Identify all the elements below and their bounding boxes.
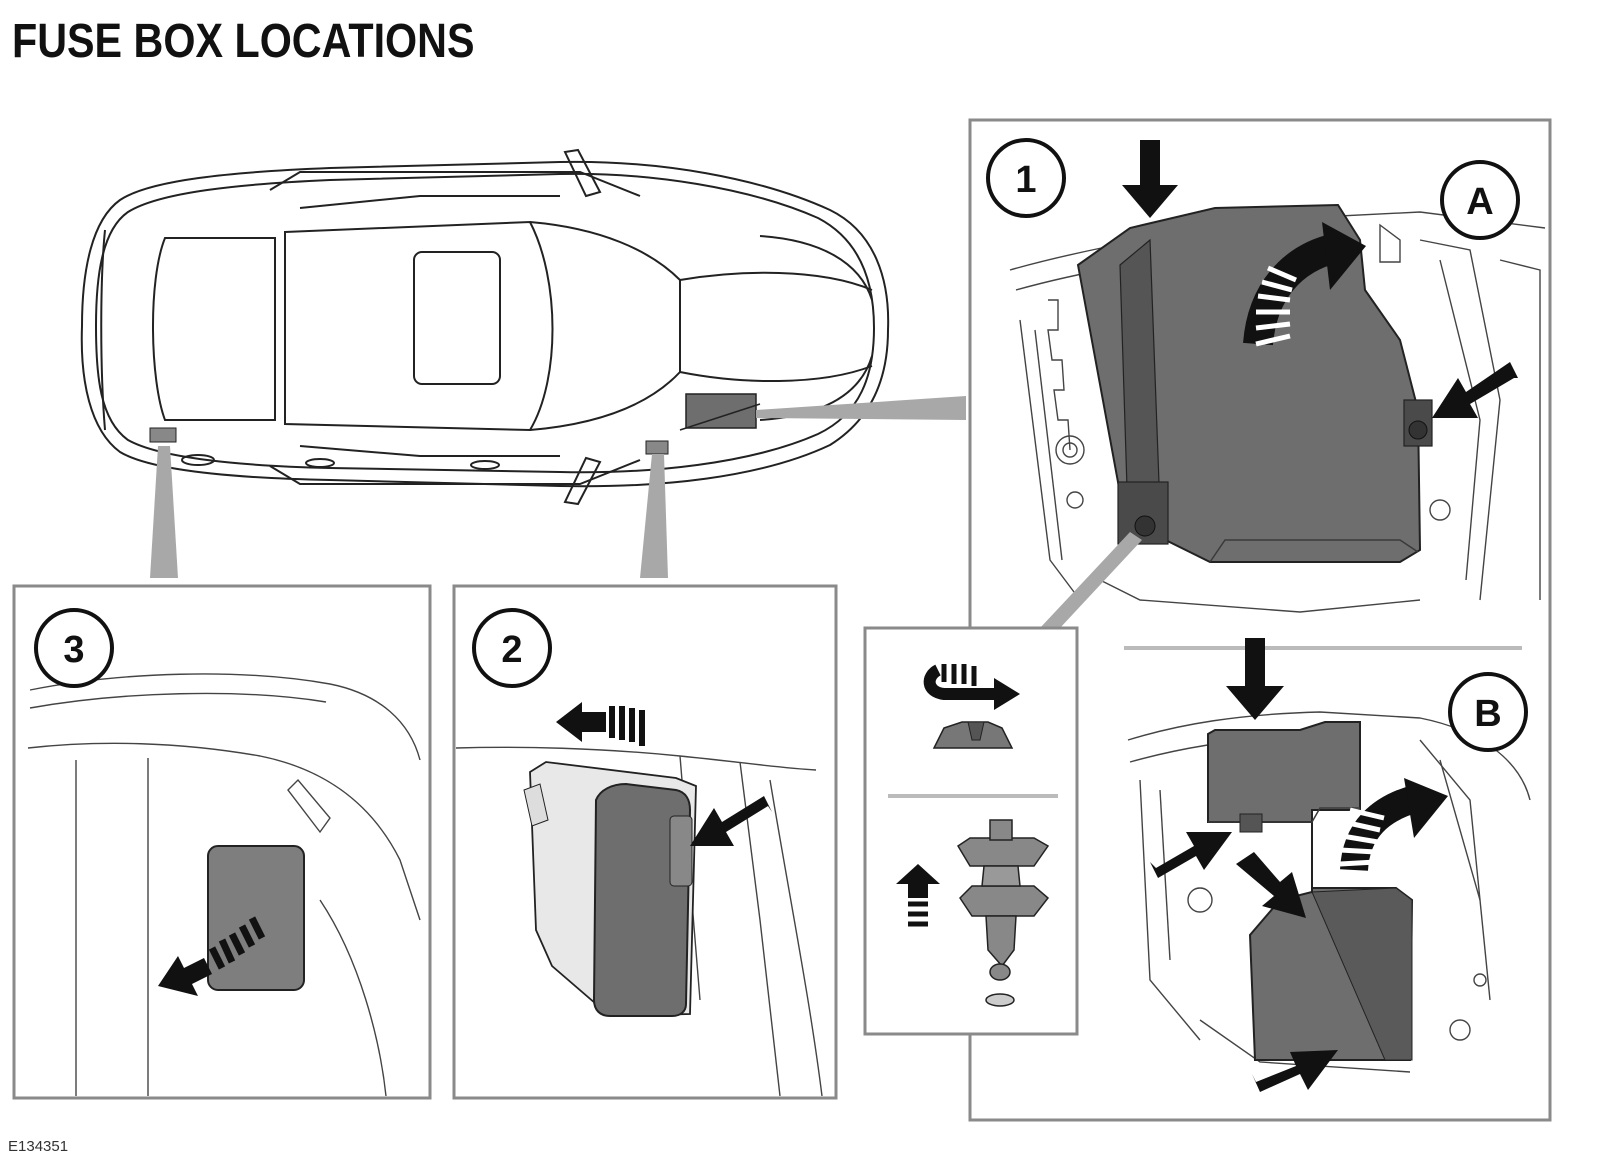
- pointer-to-panel-3: [150, 446, 178, 578]
- callout-a: A: [1440, 160, 1520, 240]
- fuse-marker-1: [685, 393, 757, 429]
- arrow-right-icon: [1236, 852, 1306, 918]
- push-clip: [956, 819, 1050, 1007]
- arrow-left-icon: [1432, 362, 1518, 418]
- callout-b: B: [1448, 672, 1528, 752]
- arrow-right-icon: [1150, 832, 1232, 878]
- pull-out-arrow-icon: [158, 916, 266, 996]
- engine-bay-sketch-b: [1127, 711, 1531, 1073]
- callout-1: 1: [986, 138, 1066, 218]
- arrow-down-icon: [1226, 638, 1284, 720]
- trunk-sketch-3: [27, 673, 421, 1097]
- callout-3: 3: [34, 608, 114, 688]
- lift-arrow-b-icon: [1339, 778, 1448, 872]
- fuse-marker-2: [645, 440, 669, 455]
- svg-text:2: 2: [501, 629, 522, 671]
- arrow-down-icon: [1122, 140, 1178, 218]
- pull-arrow-icon: [556, 702, 645, 746]
- lift-arrow-a-icon: [1243, 222, 1366, 347]
- callout-2: 2: [472, 608, 552, 688]
- svg-text:B: B: [1474, 693, 1501, 735]
- fuse-marker-3: [149, 427, 177, 443]
- svg-text:1: 1: [1015, 159, 1036, 201]
- rotate-arrow-icon: [923, 664, 1020, 710]
- car-top-view: [80, 148, 890, 506]
- pointer-to-clip-inset: [1040, 532, 1142, 628]
- up-arrow-icon: [896, 864, 940, 927]
- fuse-panel-cover-2: [592, 782, 692, 1017]
- svg-text:A: A: [1466, 181, 1493, 223]
- clip-head-flat: [932, 721, 1014, 749]
- figure-code: E134351: [8, 1138, 69, 1155]
- fuse-cover-3: [207, 845, 305, 991]
- arrow-right-icon: [1252, 1050, 1338, 1092]
- page-title: FUSE BOX LOCATIONS: [12, 15, 475, 68]
- pointer-to-panel-1: [756, 396, 966, 420]
- pointer-to-panel-2: [640, 454, 668, 578]
- arrow-left-icon: [690, 796, 772, 846]
- svg-text:3: 3: [63, 629, 84, 671]
